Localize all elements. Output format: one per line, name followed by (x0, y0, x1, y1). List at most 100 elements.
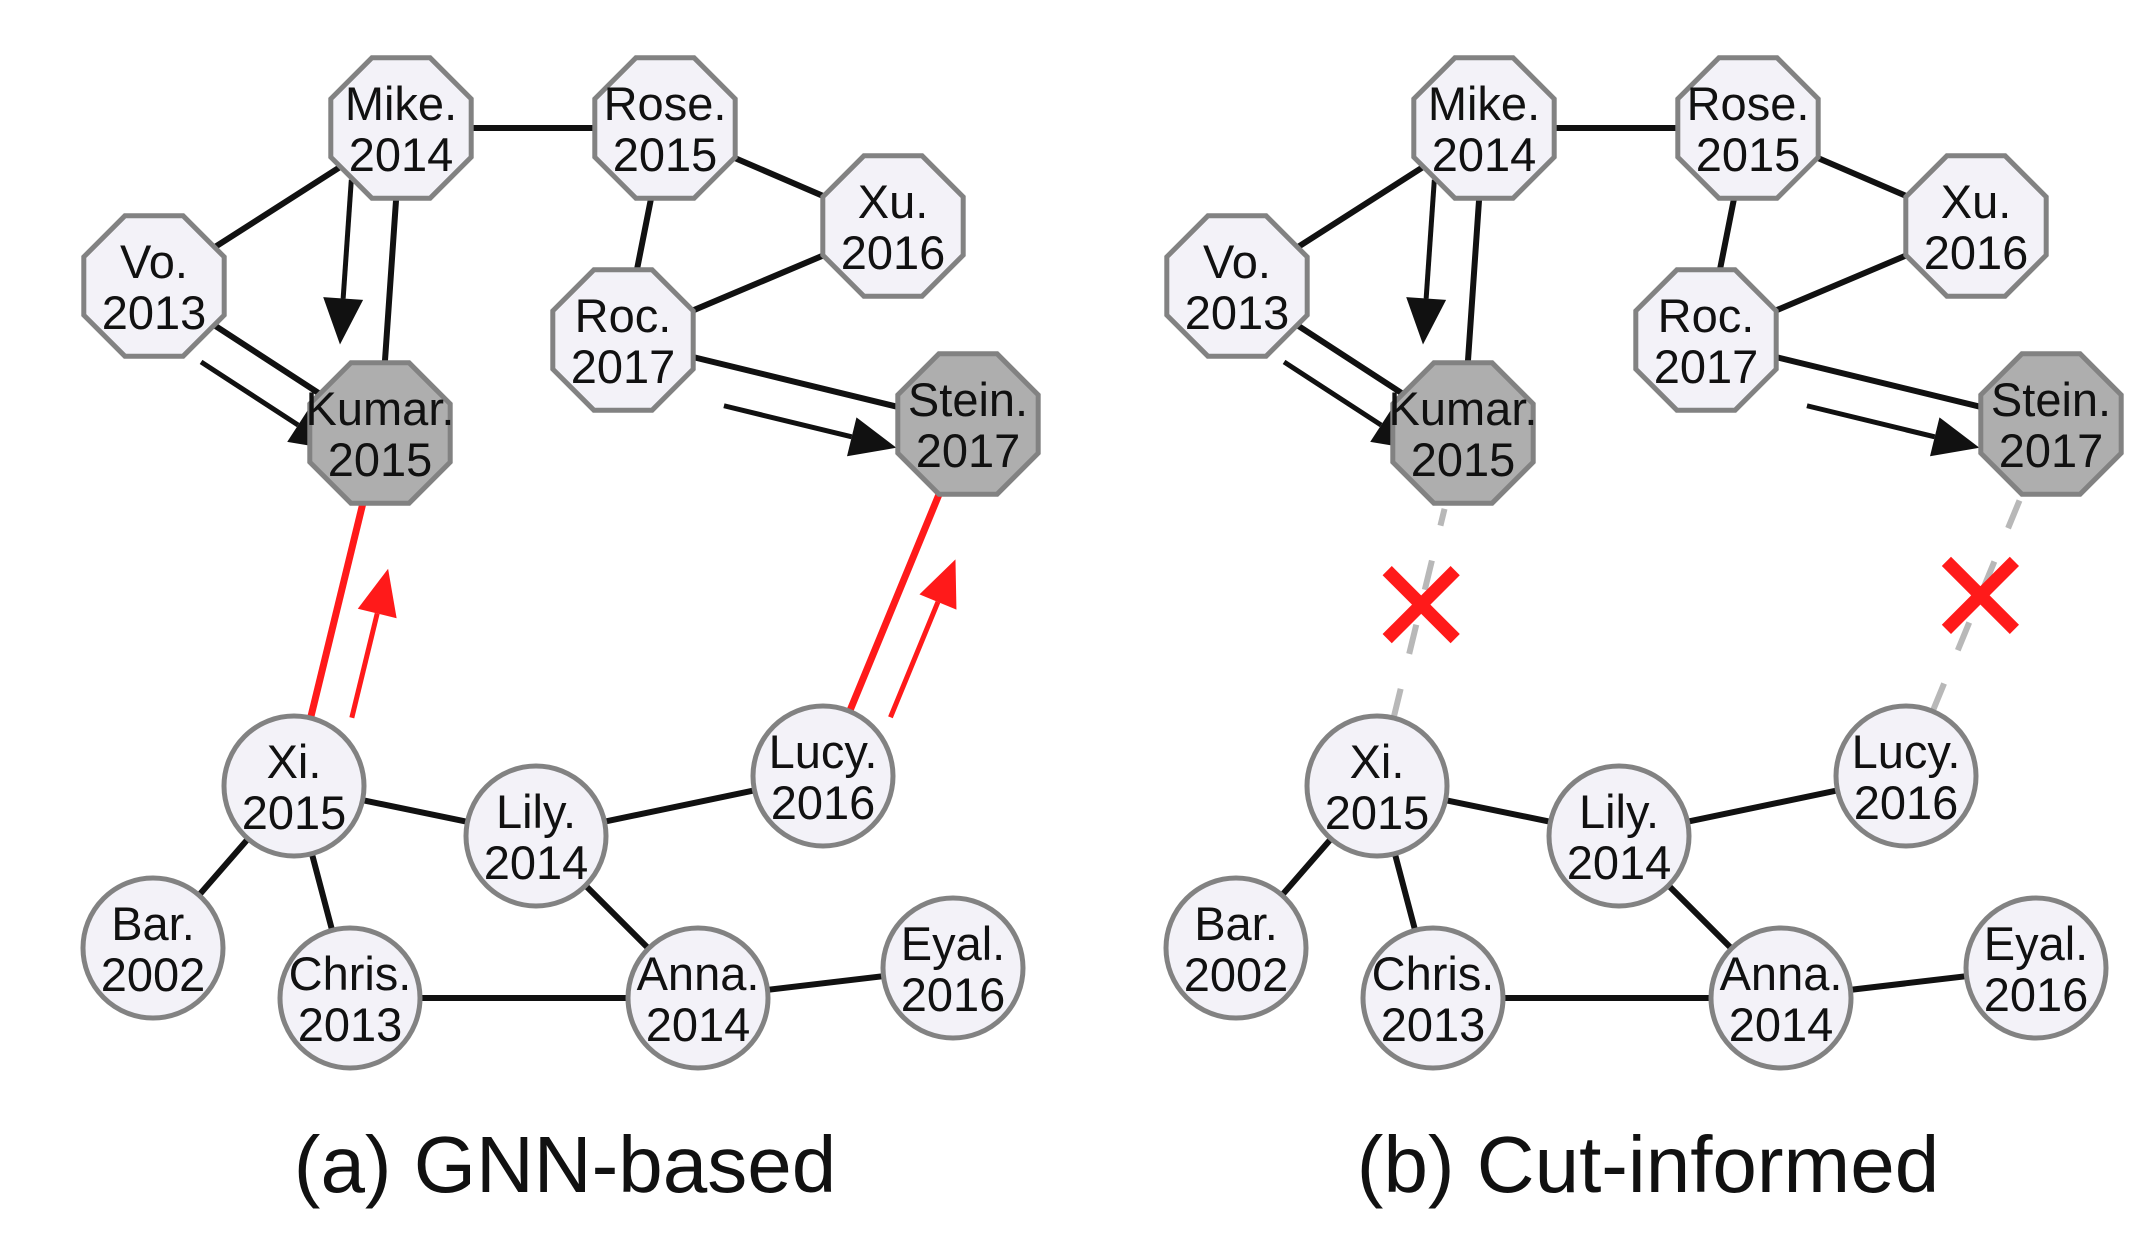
cross-flow-arrow-xi-kumar (349, 568, 397, 719)
arrowhead-icon (323, 297, 364, 345)
node-shape-octagon (895, 351, 1041, 497)
node-label-name: Vo. (120, 235, 188, 288)
node-label-year: 2014 (1567, 836, 1672, 889)
node-label-name: Kumar. (1389, 382, 1538, 435)
node-bar: Bar.2002 (80, 875, 226, 1021)
cross-flow-arrow-lucy-stein (888, 559, 957, 719)
node-label-year: 2015 (1411, 433, 1516, 486)
node-vo: Vo.2013 (1164, 213, 1310, 359)
node-label-year: 2015 (1325, 786, 1430, 839)
node-layer: Mike.2014Rose.2015Vo.2013Xu.2016Roc.2017… (80, 55, 1041, 1071)
node-shape-circle (80, 875, 226, 1021)
node-label-name: Chris. (1372, 947, 1495, 1000)
node-label-name: Anna. (637, 947, 760, 1000)
node-label-year: 2015 (613, 128, 718, 181)
node-label-year: 2016 (1854, 776, 1959, 829)
node-label-name: Xi. (1350, 735, 1405, 788)
node-label-name: Stein. (1991, 373, 2111, 426)
node-shape-circle (1833, 703, 1979, 849)
node-label-name: Eyal. (1984, 917, 2089, 970)
node-label-year: 2014 (349, 128, 454, 181)
node-roc: Roc.2017 (1633, 267, 1779, 413)
node-layer: Mike.2014Rose.2015Vo.2013Xu.2016Roc.2017… (1163, 55, 2124, 1071)
node-stein: Stein.2017 (1978, 351, 2124, 497)
node-bar: Bar.2002 (1163, 875, 1309, 1021)
node-shape-circle (463, 763, 609, 909)
node-eyal: Eyal.2016 (880, 895, 1026, 1041)
flow-arrow-roc-stein (723, 403, 897, 457)
node-label-name: Vo. (1203, 235, 1271, 288)
node-label-year: 2014 (1729, 998, 1834, 1051)
node-rose: Rose.2015 (1675, 55, 1821, 201)
node-shape-octagon (1675, 55, 1821, 201)
node-label-year: 2015 (242, 786, 347, 839)
node-label-name: Xi. (267, 735, 322, 788)
node-label-year: 2013 (102, 286, 207, 339)
node-shape-octagon (1411, 55, 1557, 201)
node-label-year: 2017 (1999, 424, 2104, 477)
node-anna: Anna.2014 (625, 925, 771, 1071)
node-label-name: Xu. (1941, 175, 2012, 228)
message-flow-layer (1282, 179, 2020, 644)
node-label-year: 2014 (646, 998, 751, 1051)
node-shape-octagon (1633, 267, 1779, 413)
node-lily: Lily.2014 (463, 763, 609, 909)
panel-cut-informed: Mike.2014Rose.2015Vo.2013Xu.2016Roc.2017… (1163, 55, 2124, 1209)
arrowhead-icon (919, 559, 957, 610)
node-label-year: 2013 (298, 998, 403, 1051)
node-shape-circle (277, 925, 423, 1071)
node-xi: Xi.2015 (1304, 713, 1450, 859)
node-lucy: Lucy.2016 (750, 703, 896, 849)
node-label-year: 2015 (1696, 128, 1801, 181)
node-shape-octagon (1978, 351, 2124, 497)
node-shape-circle (750, 703, 896, 849)
node-shape-octagon (550, 267, 696, 413)
arrowhead-icon (1930, 417, 1980, 457)
node-label-year: 2015 (328, 433, 433, 486)
node-label-year: 2017 (1654, 340, 1759, 393)
flow-arrow-mike-kumar (1406, 179, 1447, 345)
node-label-year: 2002 (1184, 948, 1289, 1001)
node-label-year: 2013 (1381, 998, 1486, 1051)
node-label-name: Lily. (1579, 785, 1659, 838)
node-label-year: 2014 (484, 836, 589, 889)
node-mike: Mike.2014 (1411, 55, 1557, 201)
node-label-year: 2017 (571, 340, 676, 393)
arrowhead-icon (1406, 297, 1447, 345)
node-label-year: 2016 (1984, 968, 2089, 1021)
node-label-name: Anna. (1720, 947, 1843, 1000)
node-xi: Xi.2015 (221, 713, 367, 859)
node-stein: Stein.2017 (895, 351, 1041, 497)
node-shape-octagon (1903, 153, 2049, 299)
node-label-name: Lucy. (1852, 725, 1961, 778)
node-label-name: Rose. (1687, 77, 1810, 130)
node-label-year: 2016 (1924, 226, 2029, 279)
node-eyal: Eyal.2016 (1963, 895, 2109, 1041)
node-shape-circle (1163, 875, 1309, 1021)
arrowhead-icon (847, 417, 897, 457)
node-mike: Mike.2014 (328, 55, 474, 201)
node-shape-circle (1360, 925, 1506, 1071)
node-kumar: Kumar.2015 (306, 360, 454, 506)
node-shape-circle (1708, 925, 1854, 1071)
node-shape-circle (880, 895, 1026, 1041)
node-label-year: 2014 (1432, 128, 1537, 181)
node-label-name: Mike. (345, 77, 457, 130)
node-label-name: Xu. (858, 175, 929, 228)
node-shape-octagon (328, 55, 474, 201)
node-label-name: Eyal. (901, 917, 1006, 970)
node-shape-octagon (1390, 360, 1536, 506)
node-label-name: Bar. (111, 897, 195, 950)
node-label-name: Mike. (1428, 77, 1540, 130)
node-kumar: Kumar.2015 (1389, 360, 1538, 506)
cut-mark-icon (1941, 556, 2020, 634)
flow-arrow-mike-kumar (323, 179, 364, 345)
node-shape-circle (625, 925, 771, 1071)
node-shape-circle (1304, 713, 1450, 859)
node-chris: Chris.2013 (1360, 925, 1506, 1071)
node-label-name: Stein. (908, 373, 1028, 426)
node-label-name: Roc. (1658, 289, 1755, 342)
node-label-year: 2013 (1185, 286, 1290, 339)
panel-caption-cut: (b) Cut-informed (1357, 1120, 1939, 1209)
